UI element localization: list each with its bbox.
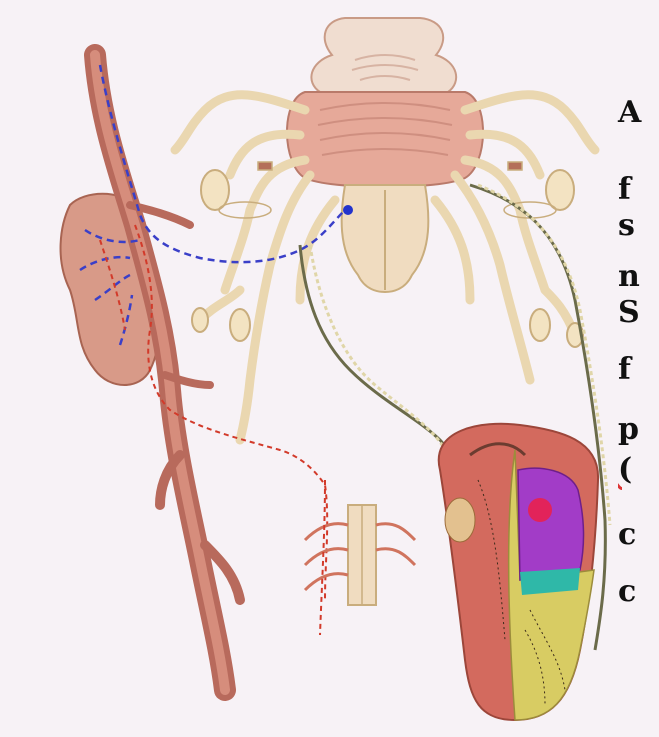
caption-fragment-1: A: [618, 98, 641, 128]
caption-fragment-2: f: [618, 175, 631, 205]
caption-fragment-10: c: [618, 577, 636, 607]
caption-fragment-4: n: [618, 262, 640, 292]
caption-fragment-3: s: [618, 211, 635, 241]
caption-fragment-5: S: [618, 298, 640, 328]
tongue: [439, 424, 598, 720]
caption-fragment-9: c: [618, 520, 636, 550]
caption-fragment-6: f: [618, 355, 631, 385]
caption-fragment-7: p: [618, 415, 639, 445]
brainstem: [287, 18, 483, 292]
spinal-segment: [305, 480, 415, 635]
caption-fragment-8: (: [618, 455, 632, 485]
